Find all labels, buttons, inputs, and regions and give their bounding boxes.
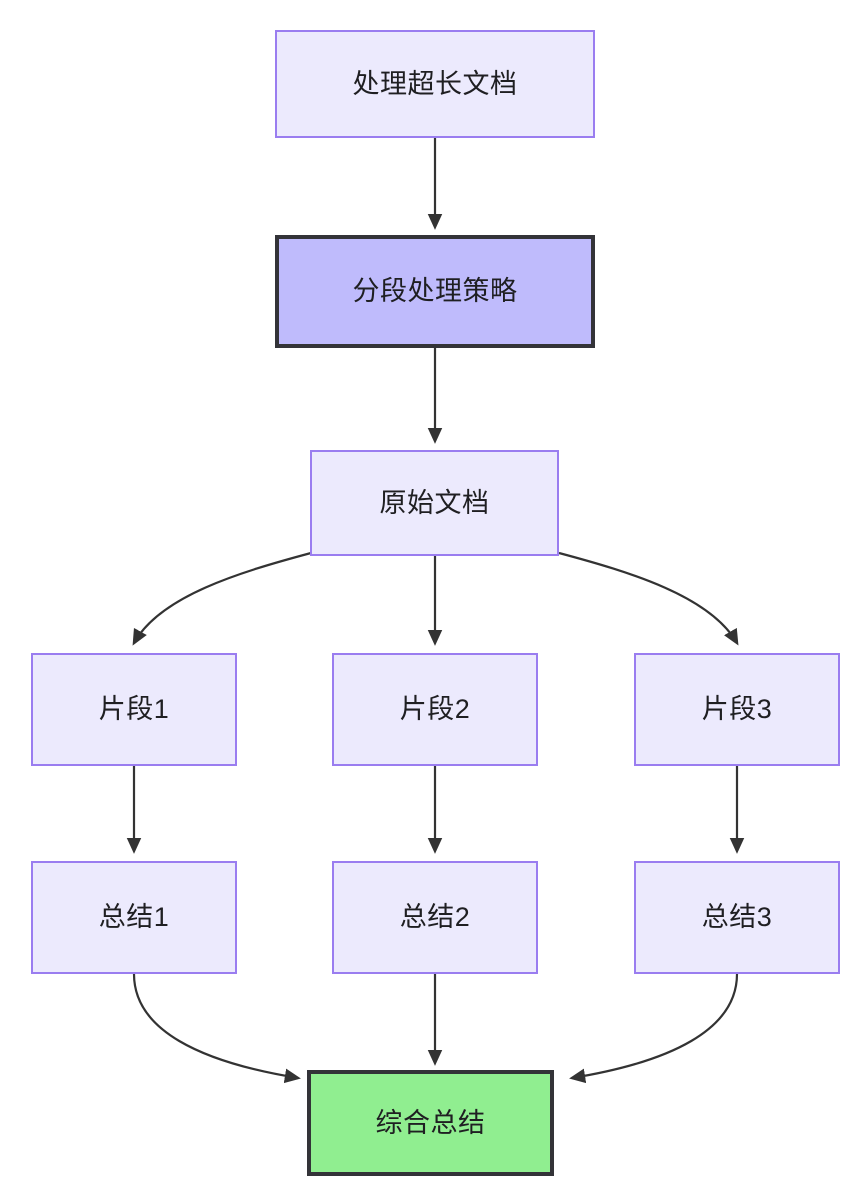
node-summary-3[interactable]: 总结3 — [634, 861, 840, 974]
node-label: 总结3 — [701, 902, 773, 933]
node-label: 分段处理策略 — [352, 276, 518, 307]
node-summary-1[interactable]: 总结1 — [31, 861, 237, 974]
node-label: 综合总结 — [375, 1107, 486, 1138]
node-summary-2[interactable]: 总结2 — [332, 861, 538, 974]
node-label: 总结2 — [399, 902, 471, 933]
node-chunking-strategy[interactable]: 分段处理策略 — [275, 235, 595, 348]
node-label: 片段2 — [399, 694, 471, 725]
node-label: 原始文档 — [379, 487, 490, 518]
node-original-document[interactable]: 原始文档 — [310, 450, 559, 556]
node-label: 总结1 — [98, 902, 170, 933]
node-label: 片段1 — [98, 694, 170, 725]
edge-n9-n10 — [569, 973, 739, 1084]
edge-n3-n4 — [132, 551, 312, 646]
edge-n3-n6 — [558, 551, 739, 646]
node-fragment-1[interactable]: 片段1 — [31, 653, 237, 766]
node-label: 处理超长文档 — [352, 68, 518, 99]
node-comprehensive-summary[interactable]: 综合总结 — [307, 1070, 554, 1176]
edge-n7-n10 — [132, 973, 301, 1084]
node-label: 片段3 — [701, 694, 773, 725]
node-process-long-document[interactable]: 处理超长文档 — [275, 30, 595, 138]
node-fragment-3[interactable]: 片段3 — [634, 653, 840, 766]
node-fragment-2[interactable]: 片段2 — [332, 653, 538, 766]
